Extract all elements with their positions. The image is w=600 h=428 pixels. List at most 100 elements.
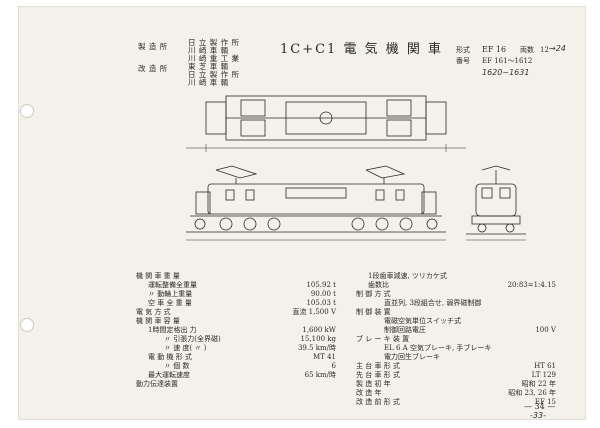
spec-value: EF 15 — [534, 398, 556, 406]
spec-label: 電 動 機 形 式 — [148, 353, 192, 361]
builder-name: 川 崎 重 工 業 — [188, 54, 240, 63]
spec-value: 1,600 kW — [302, 326, 336, 334]
spec-list-right: 1段歯車減速, ツリカケ式 歯数比 20:83=1:4.15 制 御 方 式 直並… — [356, 272, 556, 412]
spec-label: 〃 引張力(全界磁) — [164, 335, 221, 343]
number-value: EF 161～1612 — [482, 57, 533, 65]
spec-value: 昭和 23, 26 年 — [508, 389, 556, 397]
spec-label: EL 6 A 空気ブレーキ, 手ブレーキ — [384, 344, 492, 352]
spec-row: 主 台 車 形 式 HT 61 — [356, 362, 556, 370]
spec-value: 100 V — [535, 326, 556, 334]
spec-row: 電力回生ブレーキ — [384, 353, 440, 361]
spec-label: 改 造 年 — [356, 389, 382, 397]
spec-row: 〃 引張力(全界磁) 15,100 kg — [164, 335, 336, 343]
builder-name: 川 崎 車 輌 — [188, 46, 229, 55]
spec-list-left: 機 関 車 重 量 運転整備全重量 105.92 t 〃 動輪上重量 90.00 t… — [136, 272, 336, 392]
spec-row: 歯数比 20:83=1:4.15 — [368, 281, 556, 289]
spec-row: 動力伝達装置 — [136, 380, 178, 388]
page-number: — 34 — — [524, 402, 556, 411]
spec-value: 105.92 t — [306, 281, 336, 289]
spec-label: 〃 速 度( 〃 ) — [164, 344, 207, 352]
spec-row: 空 車 全 重 量 105.03 t — [148, 299, 336, 307]
locomotive-side-elevation — [186, 165, 446, 241]
spec-label: 動力伝達装置 — [136, 380, 178, 388]
spec-value: 90.00 t — [310, 290, 336, 298]
spec-row: 機 関 車 重 量 — [136, 272, 180, 280]
spec-label: 〃 動輪上重量 — [148, 290, 193, 298]
count-value: 12 — [540, 46, 549, 54]
spec-label: 1時間定格出 力 — [148, 326, 197, 334]
rebuilder-label: 改 造 所 — [138, 64, 168, 73]
spec-value: 直流 1,500 V — [292, 308, 336, 316]
spec-row: 〃 動輪上重量 90.00 t — [148, 290, 336, 298]
spec-label: 主 台 車 形 式 — [356, 362, 400, 370]
locomotive-end-view — [466, 165, 526, 241]
spec-label: 直並列, 3段組合せ, 弱界磁制御 — [384, 299, 482, 307]
model-value: EF 16 — [482, 45, 507, 54]
spec-value: LT 129 — [531, 371, 556, 379]
spec-label: 歯数比 — [368, 281, 389, 289]
builder-name: 日 立 製 作 所 — [188, 70, 240, 79]
spec-label: ブ レ ー キ 装 置 — [356, 335, 410, 343]
count-handwritten: →24 — [549, 44, 566, 53]
spec-label: 制 御 装 置 — [356, 308, 391, 316]
page-number-handwritten: -33- — [530, 411, 546, 420]
spec-label: 製 造 初 年 — [356, 380, 391, 388]
page-title: 1C+C1 電 気 機 関 車 — [280, 42, 443, 57]
spec-value: 20:83=1:4.15 — [507, 281, 556, 289]
spec-row: 運転整備全重量 105.92 t — [148, 281, 336, 289]
spec-label: 空 車 全 重 量 — [148, 299, 192, 307]
spec-row: EL 6 A 空気ブレーキ, 手ブレーキ — [384, 344, 491, 352]
spec-label: 電力回生ブレーキ — [384, 353, 440, 361]
builder-name: 日 立 製 作 所 — [188, 38, 240, 47]
spec-row: 〃 個 数 6 — [164, 362, 336, 370]
number-handwritten: 1620~1631 — [482, 68, 530, 77]
spec-row: 電磁空気単位スイッチ式 — [384, 317, 461, 325]
spec-row: 製 造 初 年 昭和 22 年 — [356, 380, 556, 388]
spec-row: 機 関 車 容 量 — [136, 317, 180, 325]
spec-label: 〃 個 数 — [164, 362, 190, 370]
spec-label: 電 気 方 式 — [136, 308, 171, 316]
spec-row: 改 造 年 昭和 23, 26 年 — [356, 389, 556, 397]
spec-value: HT 61 — [534, 362, 556, 370]
spec-row: 制 御 装 置 — [356, 308, 391, 316]
model-label: 形式 — [456, 46, 470, 54]
spec-row: 1時間定格出 力 1,600 kW — [148, 326, 336, 334]
spec-row: 制 御 方 式 — [356, 290, 391, 298]
spec-label: 機 関 車 重 量 — [136, 272, 180, 280]
count-label: 両数 — [520, 46, 534, 54]
spec-label: 改 造 前 形 式 — [356, 398, 400, 406]
spec-value: 昭和 22 年 — [521, 380, 556, 388]
spec-value: MT 41 — [313, 353, 336, 361]
binder-hole-bottom — [20, 318, 34, 332]
spec-sheet: 製 造 所 改 造 所 日 立 製 作 所 川 崎 車 輌 川 崎 重 工 業 … — [18, 6, 586, 420]
spec-row: 電 動 機 形 式 MT 41 — [148, 353, 336, 361]
spec-value: 15,100 kg — [300, 335, 336, 343]
spec-row: 改 造 前 形 式 EF 15 — [356, 398, 556, 406]
spec-label: 制御回路電圧 — [384, 326, 426, 334]
spec-label: 運転整備全重量 — [148, 281, 197, 289]
spec-label: 制 御 方 式 — [356, 290, 391, 298]
spec-row: 1段歯車減速, ツリカケ式 — [368, 272, 447, 280]
spec-row: 〃 速 度( 〃 ) 39.5 km/時 — [164, 344, 336, 352]
spec-label: 機 関 車 容 量 — [136, 317, 180, 325]
spec-label: 電磁空気単位スイッチ式 — [384, 317, 461, 325]
builder-name: 東 芝 車 輌 — [188, 62, 229, 71]
builder-label: 製 造 所 — [138, 42, 168, 51]
spec-row: 電 気 方 式 直流 1,500 V — [136, 308, 336, 316]
spec-value: 105.03 t — [306, 299, 336, 307]
spec-value: 65 km/時 — [304, 371, 336, 379]
spec-row: ブ レ ー キ 装 置 — [356, 335, 409, 343]
locomotive-plan-view — [186, 95, 466, 152]
binder-hole-top — [20, 104, 34, 118]
spec-label: 最大運転速度 — [148, 371, 190, 379]
spec-label: 先 台 車 形 式 — [356, 371, 400, 379]
builder-name: 川 崎 車 輌 — [188, 78, 229, 87]
spec-row: 直並列, 3段組合せ, 弱界磁制御 — [384, 299, 481, 307]
spec-row: 最大運転速度 65 km/時 — [148, 371, 336, 379]
spec-label: 1段歯車減速, ツリカケ式 — [368, 272, 447, 280]
spec-value: 39.5 km/時 — [297, 344, 336, 352]
spec-value: 6 — [331, 362, 336, 370]
spec-row: 先 台 車 形 式 LT 129 — [356, 371, 556, 379]
spec-row: 制御回路電圧 100 V — [384, 326, 556, 334]
number-label: 番号 — [456, 57, 470, 65]
